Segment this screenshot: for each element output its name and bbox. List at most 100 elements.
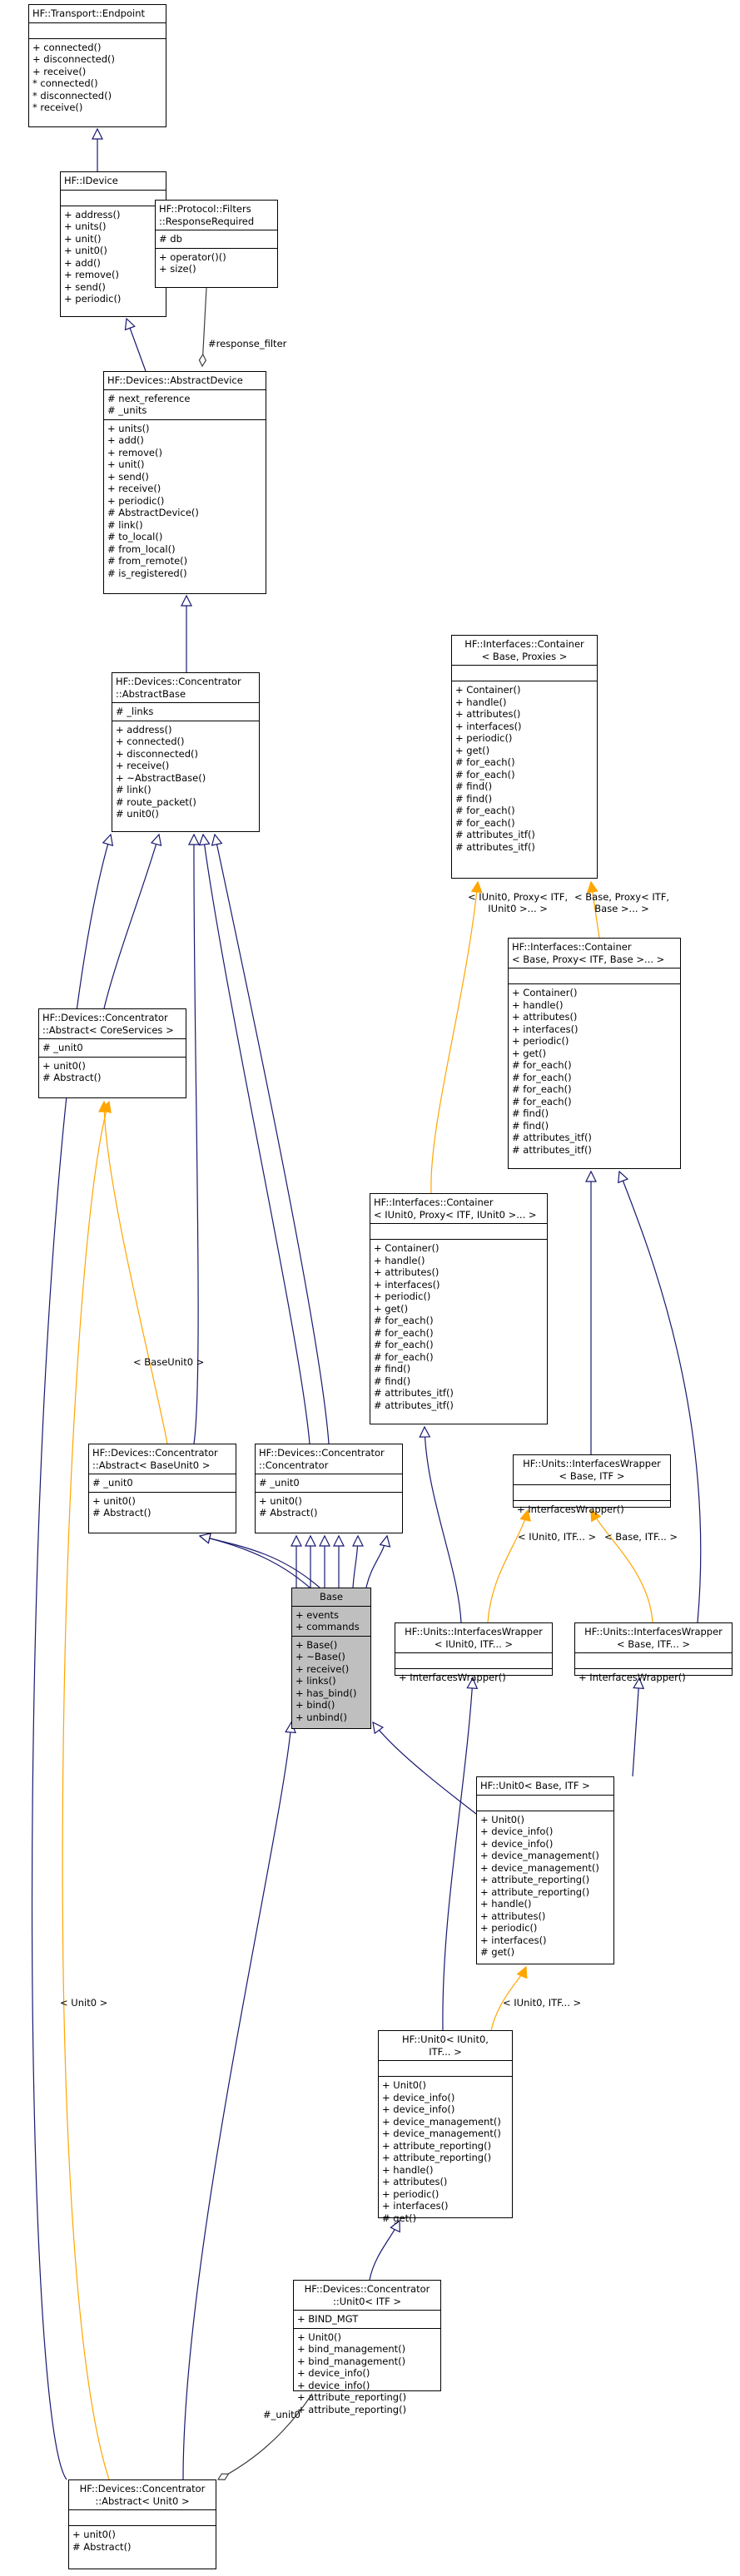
class-method: + handle()	[480, 1898, 532, 1910]
class-method: + remove()	[64, 269, 119, 280]
edge-label-response-filter: #response_filter	[208, 338, 286, 349]
edge-iwiunit0-containeriunit0	[425, 1427, 462, 1623]
class-methods: + unit0()# Abstract()	[69, 2526, 216, 2555]
class-method: + unit()	[107, 458, 145, 470]
class-methods: + Container()+ handle()+ attributes()+ i…	[370, 1240, 547, 1414]
class-method: # from_local()	[107, 542, 176, 555]
class-method: + operator()()	[159, 250, 226, 263]
class-title: HF::Units::InterfacesWrapper< Base, ITF …	[514, 1455, 670, 1485]
class-attributes	[370, 1224, 547, 1240]
class-method: + attribute_reporting()	[297, 2403, 407, 2415]
edge-label-line: < IUnit0, ITF... >	[503, 1997, 582, 2009]
class-title-line: ITF... >	[429, 2045, 462, 2058]
class-method: + receive()	[107, 483, 161, 494]
class-box-container-base-itf[interactable]: HF::Interfaces::Container< Base, Proxy< …	[508, 938, 681, 1169]
class-method: + device_info()	[480, 1825, 554, 1837]
class-title: HF::Devices::Concentrator::Abstract< Bas…	[89, 1444, 236, 1474]
class-method: + device_info()	[297, 2379, 370, 2391]
class-methods: + InterfacesWrapper()	[395, 1669, 552, 1687]
class-method: # find()	[374, 1363, 411, 1375]
class-attribute: # _unit0	[259, 1477, 300, 1489]
class-box-unit0-iunit0[interactable]: HF::Unit0< IUnit0,ITF... >+ Unit0()+ dev…	[378, 2030, 513, 2224]
class-title-line: ::Abstract< CoreServices >	[42, 1023, 174, 1036]
class-methods: + unit0()# Abstract()	[256, 1493, 402, 1522]
class-method: + Container()	[512, 987, 578, 998]
class-attribute: # _links	[116, 706, 154, 717]
class-box-abstract-baseunit0[interactable]: HF::Devices::Concentrator::Abstract< Bas…	[88, 1444, 236, 1533]
class-title-line: HF::Interfaces::Container	[374, 1196, 494, 1208]
class-method: + device_info()	[297, 2367, 370, 2379]
class-attributes	[575, 1653, 732, 1669]
class-title: HF::Devices::Concentrator::Abstract< Cor…	[39, 1009, 186, 1039]
class-attributes: # _links	[112, 703, 259, 721]
class-attributes	[69, 2510, 216, 2526]
edge-label-line: < Base, ITF... >	[604, 1531, 678, 1543]
class-box-abstract-unit0[interactable]: HF::Devices::Concentrator::Abstract< Uni…	[68, 2479, 216, 2569]
class-box-iw-iunit0[interactable]: HF::Units::InterfacesWrapper< IUnit0, IT…	[395, 1622, 553, 1683]
class-method: + handle()	[455, 696, 507, 708]
class-attributes: # _unit0	[256, 1474, 402, 1493]
class-method: + get()	[374, 1302, 409, 1315]
class-method: + bind_management()	[297, 2355, 406, 2367]
class-box-idevice[interactable]: HF::IDevice+ address()+ units()+ unit()+…	[60, 171, 166, 317]
class-box-endpoint[interactable]: HF::Transport::Endpoint+ connected()+ di…	[28, 4, 166, 127]
class-box-iw-base-itf-top[interactable]: HF::Units::InterfacesWrapper< Base, ITF …	[513, 1454, 671, 1515]
class-title-line: ::Abstract< BaseUnit0 >	[92, 1459, 211, 1471]
class-attribute: # _unit0	[92, 1477, 133, 1489]
class-attribute: # next_reference	[107, 392, 191, 404]
class-method: # find()	[512, 1119, 549, 1132]
class-method: + Container()	[455, 684, 521, 696]
class-title-line: < Base, Proxies >	[481, 650, 568, 662]
edge-label-unit0: < Unit0 >	[60, 1997, 107, 2009]
class-methods: + unit0()# Abstract()	[89, 1493, 236, 1522]
class-method: # for_each()	[455, 768, 515, 780]
class-attribute: + events	[296, 1608, 340, 1621]
edge-iwiunit0-iwbaseitftop	[487, 1510, 528, 1623]
edge-label-iunit0-proxy: < IUnit0, Proxy< ITF,IUnit0 >... >	[468, 891, 568, 914]
class-title: HF::Devices::Concentrator::Concentrator	[256, 1444, 402, 1474]
class-method: # for_each()	[374, 1350, 434, 1363]
class-method: # attributes_itf()	[512, 1143, 592, 1156]
class-methods: + units()+ add()+ remove()+ unit()+ send…	[104, 420, 266, 582]
class-method: # Abstract()	[92, 1507, 151, 1518]
class-attributes	[379, 2061, 512, 2077]
class-box-concentrator[interactable]: HF::Devices::Concentrator::Concentrator#…	[255, 1444, 403, 1533]
class-box-container-base-proxies[interactable]: HF::Interfaces::Container< Base, Proxies…	[451, 635, 598, 879]
class-title: HF::Protocol::Filters::ResponseRequired	[156, 201, 277, 230]
class-attribute: # db	[159, 233, 182, 245]
class-method: + unbind()	[296, 1711, 347, 1723]
class-box-conc-unit0-itf[interactable]: HF::Devices::Concentrator::Unit0< ITF >+…	[293, 2280, 441, 2415]
class-method: + interfaces()	[512, 1023, 579, 1035]
edge-abstractbaseunit0-abstractcore	[104, 1102, 168, 1444]
class-box-abstract-core[interactable]: HF::Devices::Concentrator::Abstract< Cor…	[38, 1008, 186, 1098]
class-title-line: HF::IDevice	[64, 175, 118, 186]
class-method: + unit0()	[72, 2529, 116, 2540]
edge-label-line: #_unit0	[263, 2409, 300, 2420]
class-box-response-required[interactable]: HF::Protocol::Filters::ResponseRequired#…	[155, 200, 278, 288]
class-box-abstract-base[interactable]: HF::Devices::Concentrator::AbstractBase#…	[112, 672, 260, 832]
class-method: + device_management()	[480, 1861, 599, 1874]
class-attributes	[395, 1653, 552, 1669]
class-method: * disconnected()	[32, 89, 112, 102]
class-title: HF::IDevice	[61, 172, 166, 191]
edge-containerbaseitf-containerbaseproxies	[591, 882, 600, 939]
class-box-abstract-device[interactable]: HF::Devices::AbstractDevice# next_refere…	[103, 371, 266, 594]
class-method: + get()	[455, 744, 490, 756]
class-attribute: # _units	[107, 404, 147, 416]
class-method: # for_each()	[455, 805, 515, 816]
class-box-base[interactable]: Base+ events+ commands+ Base()+ ~Base()+…	[291, 1588, 371, 1729]
class-method: + interfaces()	[382, 2200, 449, 2212]
class-box-unit0-base-itf[interactable]: HF::Unit0< Base, ITF >+ Unit0()+ device_…	[476, 1776, 614, 1964]
class-method: # for_each()	[455, 816, 515, 829]
class-method: + bind_management()	[297, 2343, 406, 2355]
edge-label-line: < Base, Proxy< ITF,	[574, 891, 670, 903]
class-title-line: HF::Units::InterfacesWrapper	[584, 1626, 723, 1637]
class-title: HF::Devices::AbstractDevice	[104, 372, 266, 390]
class-method: # Abstract()	[259, 1507, 318, 1518]
class-title: HF::Devices::Concentrator::AbstractBase	[112, 673, 259, 703]
class-method: + periodic()	[455, 732, 513, 744]
class-box-iw-base-itf[interactable]: HF::Units::InterfacesWrapper< Base, ITF.…	[574, 1622, 733, 1683]
class-method: # unit0()	[116, 808, 159, 820]
edge-base-concentrator-6	[365, 1536, 387, 1588]
class-box-container-iunit0[interactable]: HF::Interfaces::Container< IUnit0, Proxy…	[370, 1193, 548, 1424]
